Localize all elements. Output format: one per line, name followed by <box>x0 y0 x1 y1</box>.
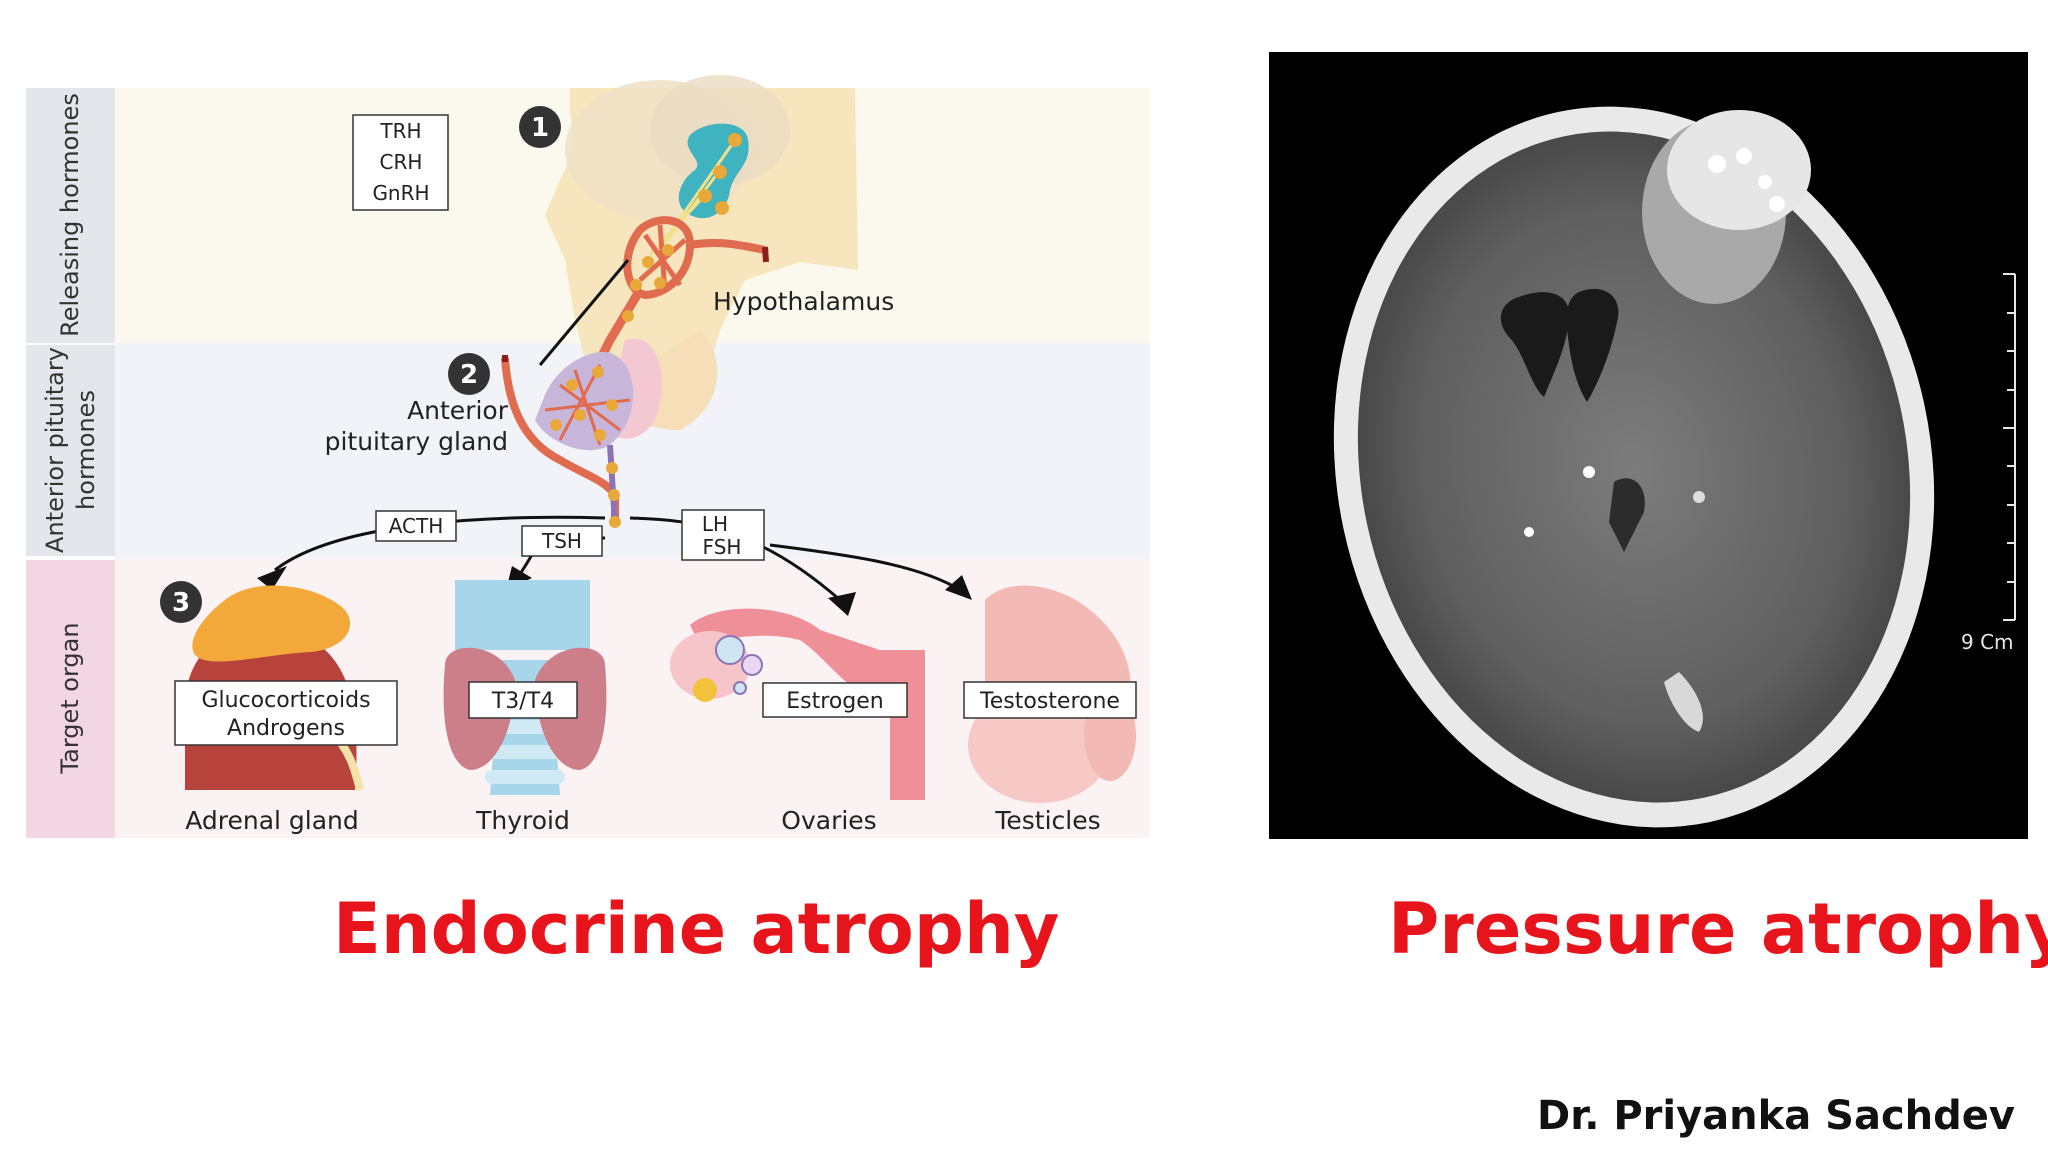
ct-scale-label: 9 Cm <box>1961 630 2014 654</box>
label-col-target <box>26 560 115 838</box>
step-badge-3: 3 <box>160 581 202 623</box>
thyroid-hormone-box <box>468 681 578 719</box>
androgens-label: Androgens <box>227 716 345 741</box>
label-col-releasing <box>26 88 115 343</box>
acth-label: ACTH <box>389 514 444 538</box>
row-label-target: Target organ <box>56 622 84 774</box>
ovaries-illustration <box>670 608 925 800</box>
releasing-hormones-box <box>352 114 449 211</box>
svg-text:3: 3 <box>172 588 190 618</box>
ct-scan-image: 9 Cm <box>1269 52 2028 839</box>
svg-text:1: 1 <box>531 113 549 143</box>
hormone-gnrh: GnRH <box>372 181 429 205</box>
organ-label-thyroid: Thyroid <box>475 806 570 835</box>
organ-label-ovaries: Ovaries <box>781 806 876 835</box>
lh-fsh-box <box>681 509 765 561</box>
tsh-box <box>521 525 603 557</box>
author-name: Dr. Priyanka Sachdev <box>1537 1093 2015 1139</box>
lh-label: LH <box>702 512 728 536</box>
adrenal-hormone-box <box>174 680 398 746</box>
pituitary-pointer-line <box>538 259 630 366</box>
caption-pressure-atrophy: Pressure atrophy <box>1388 888 2048 970</box>
estrogen-label: Estrogen <box>786 689 883 714</box>
ct-scan-graphic: 9 Cm <box>1333 106 2016 828</box>
row-label-anterior-2: hormones <box>72 390 100 510</box>
anterior-pituitary-illustration <box>501 338 662 528</box>
label-col-anterior <box>26 345 115 556</box>
row-label-releasing: Releasing hormones <box>56 93 84 337</box>
testosterone-label: Testosterone <box>979 689 1120 714</box>
hormone-crh: CRH <box>380 150 423 174</box>
endocrine-diagram: Releasing hormones Anterior pituitary ho… <box>26 75 1150 838</box>
pituitary-label-1: Anterior <box>407 396 509 425</box>
step-badge-2: 2 <box>448 353 490 395</box>
acth-box <box>375 510 457 542</box>
ct-scale-bar <box>2003 273 2016 621</box>
testicles-hormone-box <box>963 681 1137 719</box>
ovaries-hormone-box <box>762 682 908 718</box>
svg-text:2: 2 <box>460 360 478 390</box>
caption-endocrine-atrophy: Endocrine atrophy <box>333 888 1060 970</box>
row-label-anterior-1: Anterior pituitary <box>41 347 69 553</box>
organ-label-adrenal: Adrenal gland <box>185 806 359 835</box>
tsh-label: TSH <box>541 529 582 553</box>
organ-label-testicles: Testicles <box>994 806 1100 835</box>
hypothalamus-label: Hypothalamus <box>713 287 894 316</box>
hormone-trh: TRH <box>379 119 421 143</box>
fsh-label: FSH <box>703 535 742 559</box>
pituitary-label-2: pituitary gland <box>325 427 508 456</box>
t3t4-label: T3/T4 <box>491 689 554 714</box>
glucocorticoids-label: Glucocorticoids <box>201 688 370 713</box>
step-badge-1: 1 <box>519 106 561 148</box>
